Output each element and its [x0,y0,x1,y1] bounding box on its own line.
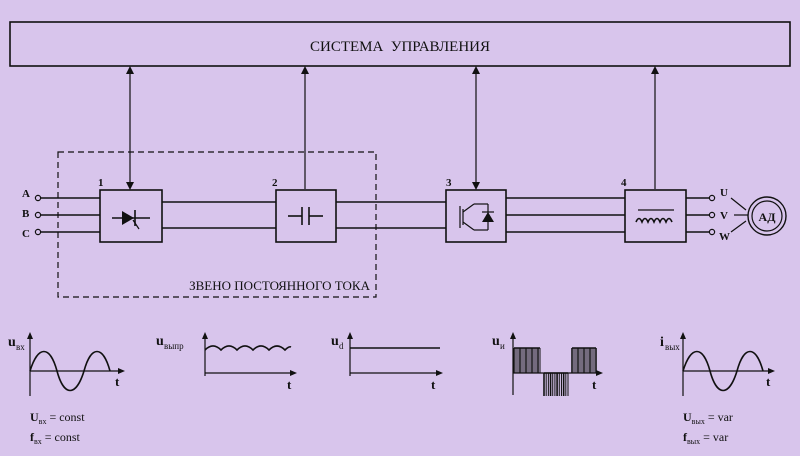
control-system-label: СИСТЕМА УПРАВЛЕНИЯ [310,39,490,55]
output-parameters: Uвых = var fвых = var [683,410,733,446]
axis-label-u: u [156,334,164,349]
block-1-number: 1 [98,177,104,189]
sine-wave [29,350,111,392]
block-inverter: 3 [445,177,507,243]
waveform-rectified-voltage: u выпр t [156,332,297,392]
pwm-pulses [513,347,597,396]
axis-subscript: вх [16,342,25,352]
block-rectifier: 1 [98,177,163,243]
terminal-icon [34,194,42,202]
axis-subscript: выпр [164,341,184,351]
input-terminals: A B C [22,188,100,240]
arrowhead-up-icon [651,66,659,74]
control-system-block: СИСТЕМА УПРАВЛЕНИЯ [9,21,791,67]
terminal-icon [708,211,716,219]
thyristor-icon [112,210,150,230]
ripple-wave [204,345,292,352]
axis-label-t: t [115,374,120,389]
output-frequency-param: fвых = var [683,430,728,446]
capacitor-icon [288,207,323,225]
arrowhead-down-icon [126,182,134,190]
dc-link-frame: ЗВЕНО ПОСТОЯННОГО ТОКА [57,151,377,298]
block-2-number: 2 [272,177,278,189]
phase-a-label: A [22,188,30,200]
waveform-pwm-voltage: u и t [492,332,603,396]
ac-output-lines [506,197,710,233]
input-parameters: Uвх = const fвх = const [30,410,85,446]
axis-subscript: вых [665,342,680,352]
input-voltage-param: Uвх = const [30,410,85,426]
motor-label: АД [759,210,777,224]
block-output-filter: 4 [621,177,687,243]
phase-c-label: C [22,228,30,240]
waveform-dc-voltage: u d t [331,332,443,392]
axis-label-u: u [331,334,339,349]
waveform-output-current: i вых t [660,332,775,396]
phase-v-label: V [720,210,728,222]
axis-label-u: u [8,335,16,350]
axis-label-t: t [431,377,436,392]
output-terminals: U V W [708,187,748,243]
terminal-icon [34,228,42,236]
arrowhead-up-icon [126,66,134,74]
phase-u-label: U [720,187,728,199]
axis-subscript: и [500,341,505,351]
igbt-icon [459,203,494,231]
dc-bus-lines [162,201,446,229]
induction-motor: АД [747,196,787,236]
arrowhead-up-icon [472,66,480,74]
block-capacitor: 2 [272,177,337,243]
input-frequency-param: fвх = const [30,430,81,446]
axis-label-t: t [766,374,771,389]
arrowhead-down-icon [472,182,480,190]
block-3-number: 3 [446,177,452,189]
phase-b-label: B [22,208,30,220]
axis-label-t: t [287,377,292,392]
phase-w-label: W [719,231,730,243]
sine-wave [682,350,764,392]
waveform-input-voltage: u вх t [8,332,125,396]
terminal-icon [34,211,42,219]
axis-subscript: d [339,341,344,351]
inductor-icon [635,209,674,225]
arrowhead-up-icon [301,66,309,74]
block-4-number: 4 [621,177,627,189]
dc-link-label: ЗВЕНО ПОСТОЯННОГО ТОКА [189,278,370,293]
axis-label-t: t [592,377,597,392]
terminal-icon [708,194,716,202]
axis-label-i: i [660,335,664,350]
output-voltage-param: Uвых = var [683,410,733,426]
axis-label-u: u [492,334,500,349]
control-links [126,66,659,190]
terminal-icon [708,228,716,236]
